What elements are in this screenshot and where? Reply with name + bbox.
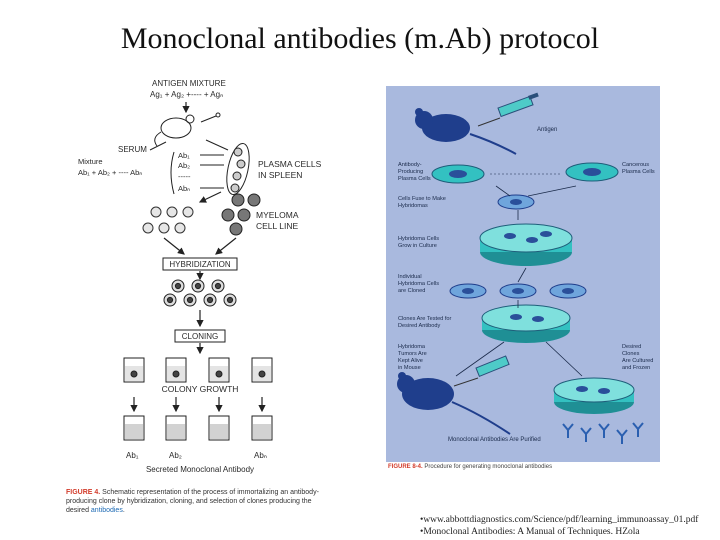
plasma-cells-label: PLASMA CELLS [258,159,322,169]
hybridoma-grow-label-2: Grow in Culture [398,243,437,249]
left-caption-number: FIGURE 4. [66,489,101,496]
clones-tested-label-1: Clones Are Tested for [398,316,452,322]
ab2-label: Ab₂ [178,161,190,170]
cells-fuse-label-2: Hybridomas [398,203,428,209]
left-caption-text: Schematic representation of the process … [66,489,319,514]
references: •www.abbottdiagnostics.com/Science/pdf/l… [420,514,720,538]
syringe-top-icon [477,92,539,127]
culture-dish-icon [479,223,573,266]
individual-label-1: Individual [398,274,422,280]
tumors-label-3: Kept Alive [398,358,423,364]
flow-arrows [455,185,583,377]
antigen-mixture-label: ANTIGEN MIXTURE [152,79,226,88]
desired-label-1: Desired [622,344,641,350]
tube-ab2-label: Ab₂ [169,451,182,460]
antibody-producing-label-3: Plasma Cells [398,176,431,182]
antigen-formula-label: Ag₁ + Ag₂ +---- + Agₙ [150,90,223,99]
cancerous-label-2: Plasma Cells [622,169,655,175]
tumors-label-1: Hybridoma [398,344,426,350]
right-caption-text: Procedure for generating monoclonal anti… [422,464,553,470]
desired-label-2: Clones [622,351,640,357]
mouse-drawing [154,112,221,147]
colony-growth-label: COLONY GROWTH [162,384,239,394]
tumors-label-2: Tumors Are [398,351,427,357]
clones-tested-label-2: Desired Antibody [398,323,440,329]
abn-label: Abₙ [178,184,190,193]
hybridization-label: HYBRIDIZATION [169,260,230,269]
cell-line-label: CELL LINE [256,221,299,231]
cloning-label: CLONING [182,332,218,341]
reference-2: •Monoclonal Antibodies: A Manual of Tech… [420,527,640,537]
frozen-dish-icon [553,377,635,414]
tumors-label-4: in Mouse [398,365,421,371]
left-schematic-figure: ANTIGEN MIXTURE Ag₁ + Ag₂ +---- + Agₙ SE… [78,79,322,474]
left-caption-end: . [122,507,125,514]
tube-ab1-label: Ab₁ [126,451,139,460]
hybridoma-grow-label-1: Hybridoma Cells [398,236,439,242]
right-procedure-figure: Antigen Antibody- Producing Plasma Cells… [386,86,660,462]
reference-1: •www.abbottdiagnostics.com/Science/pdf/l… [420,515,699,525]
antibody-producing-label-1: Antibody- [398,162,422,168]
right-figure-caption: FIGURE 8-4. Procedure for generating mon… [388,464,668,470]
ab-dash-label: ----- [178,172,191,181]
desired-label-3: Are Cultured [622,358,653,364]
purified-label: Monoclonal Antibodies Are Purified [448,437,541,443]
mouse-bottom-icon [397,372,511,435]
antibody-producing-label-2: Producing [398,169,423,175]
in-spleen-label: IN SPLEEN [258,170,302,180]
secreted-antibody-label: Secreted Monoclonal Antibody [146,465,254,474]
hybrid-cells-drawing [163,279,237,307]
mixture-formula-label: Ab₁ + Ab₂ + ---- Abₙ [78,168,142,177]
left-caption-highlight: antibodies [90,507,123,514]
tested-dish-icon [481,304,571,343]
plasma-cells-drawing [142,206,194,234]
antigen-label: Antigen [537,127,557,133]
myeloma-cells-drawing [221,193,261,236]
myeloma-label: MYELOMA [256,210,299,220]
mixture-label: Mixture [78,157,103,166]
left-figure-caption: FIGURE 4. Schematic representation of th… [66,488,336,515]
syringe-bottom-icon [453,355,510,387]
ab1-label: Ab₁ [178,151,190,160]
cells-fuse-label-1: Cells Fuse to Make [398,196,446,202]
serum-label: SERUM [118,145,147,154]
mouse-top-icon [415,108,517,155]
cloning-beakers [123,357,273,383]
spleen-drawing [226,142,250,196]
cancerous-label-1: Cancerous [622,162,649,168]
individual-label-2: Hybridoma Cells [398,281,439,287]
tube-abn-label: Abₙ [254,451,267,460]
slide-title: Monoclonal antibodies (m.Ab) protocol [120,22,600,55]
individual-label-3: are Cloned [398,288,425,294]
antibody-icons [562,422,644,444]
cloned-cells-row [449,283,587,299]
desired-label-4: and Frozen [622,365,650,371]
right-caption-number: FIGURE 8-4. [388,464,423,470]
colony-beakers [123,415,273,441]
